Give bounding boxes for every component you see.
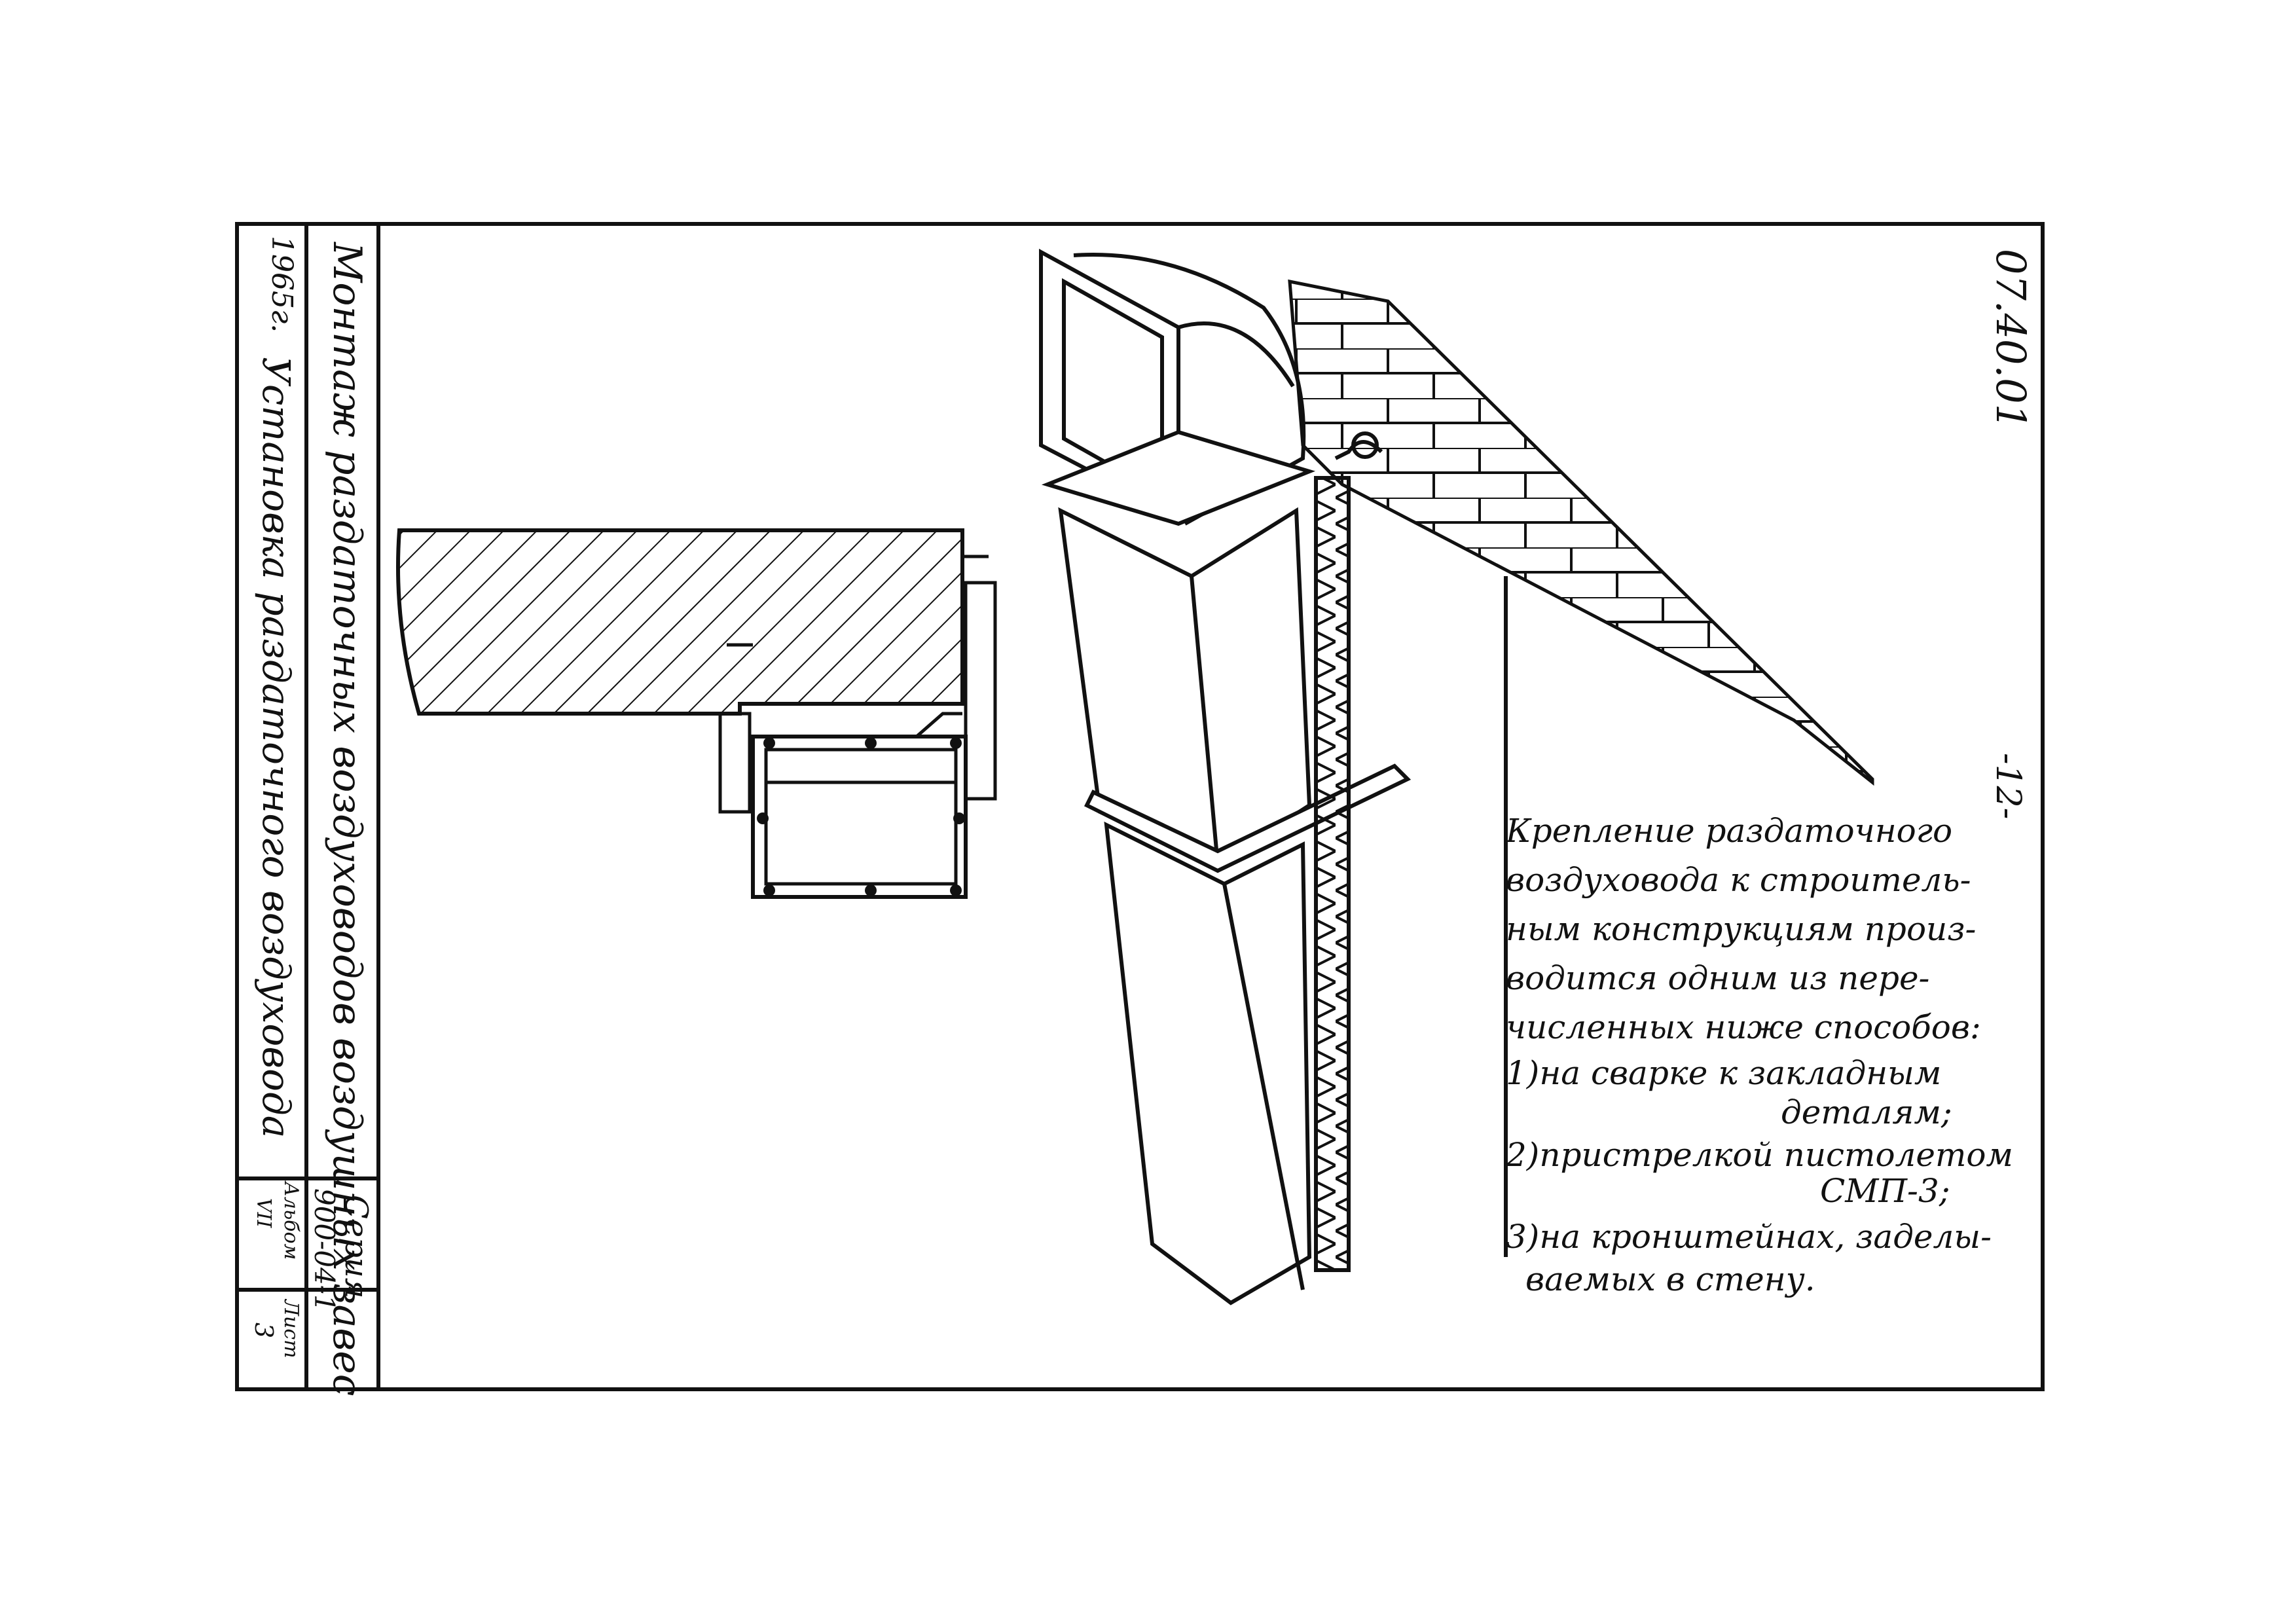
sheet-number: 3 — [249, 1322, 278, 1339]
plan-view-section — [396, 528, 997, 899]
title-sub: Установка раздаточного воздуховода — [254, 357, 299, 1139]
air-duct-axonometric — [1039, 248, 1412, 1305]
note-line: ным конструкциям произ- — [1506, 910, 1977, 948]
note-line: деталям; — [1781, 1093, 1952, 1131]
series-label: Серия — [338, 1195, 374, 1299]
brick-wall — [1288, 279, 1874, 1257]
series-number: 900-04-1 — [308, 1188, 340, 1312]
note-line: 2)пристрелкой пистолетом — [1506, 1136, 2013, 1174]
note-line: 3)на кронштейнах, заделы- — [1506, 1218, 1992, 1256]
note-line: численных ниже способов: — [1506, 1008, 1981, 1046]
album-number: VII — [252, 1198, 275, 1228]
year-label: 1965г. — [265, 236, 299, 333]
note-line: СМП-3; — [1820, 1172, 1950, 1210]
sheet-frame — [235, 222, 2045, 1391]
page-number: -12- — [1988, 753, 2028, 819]
drawing-code: 07.40.01 — [1987, 249, 2035, 429]
note-line: воздуховода к строитель- — [1506, 861, 1971, 899]
note-line: ваемых в стену. — [1525, 1260, 1815, 1298]
sheet-label: Лист — [280, 1300, 302, 1359]
note-line: водится одним из пере- — [1506, 959, 1930, 997]
album-label: Альбом — [280, 1182, 302, 1260]
note-line: 1)на сварке к закладным — [1506, 1054, 1942, 1092]
note-line: Крепление раздаточного — [1506, 812, 1953, 850]
